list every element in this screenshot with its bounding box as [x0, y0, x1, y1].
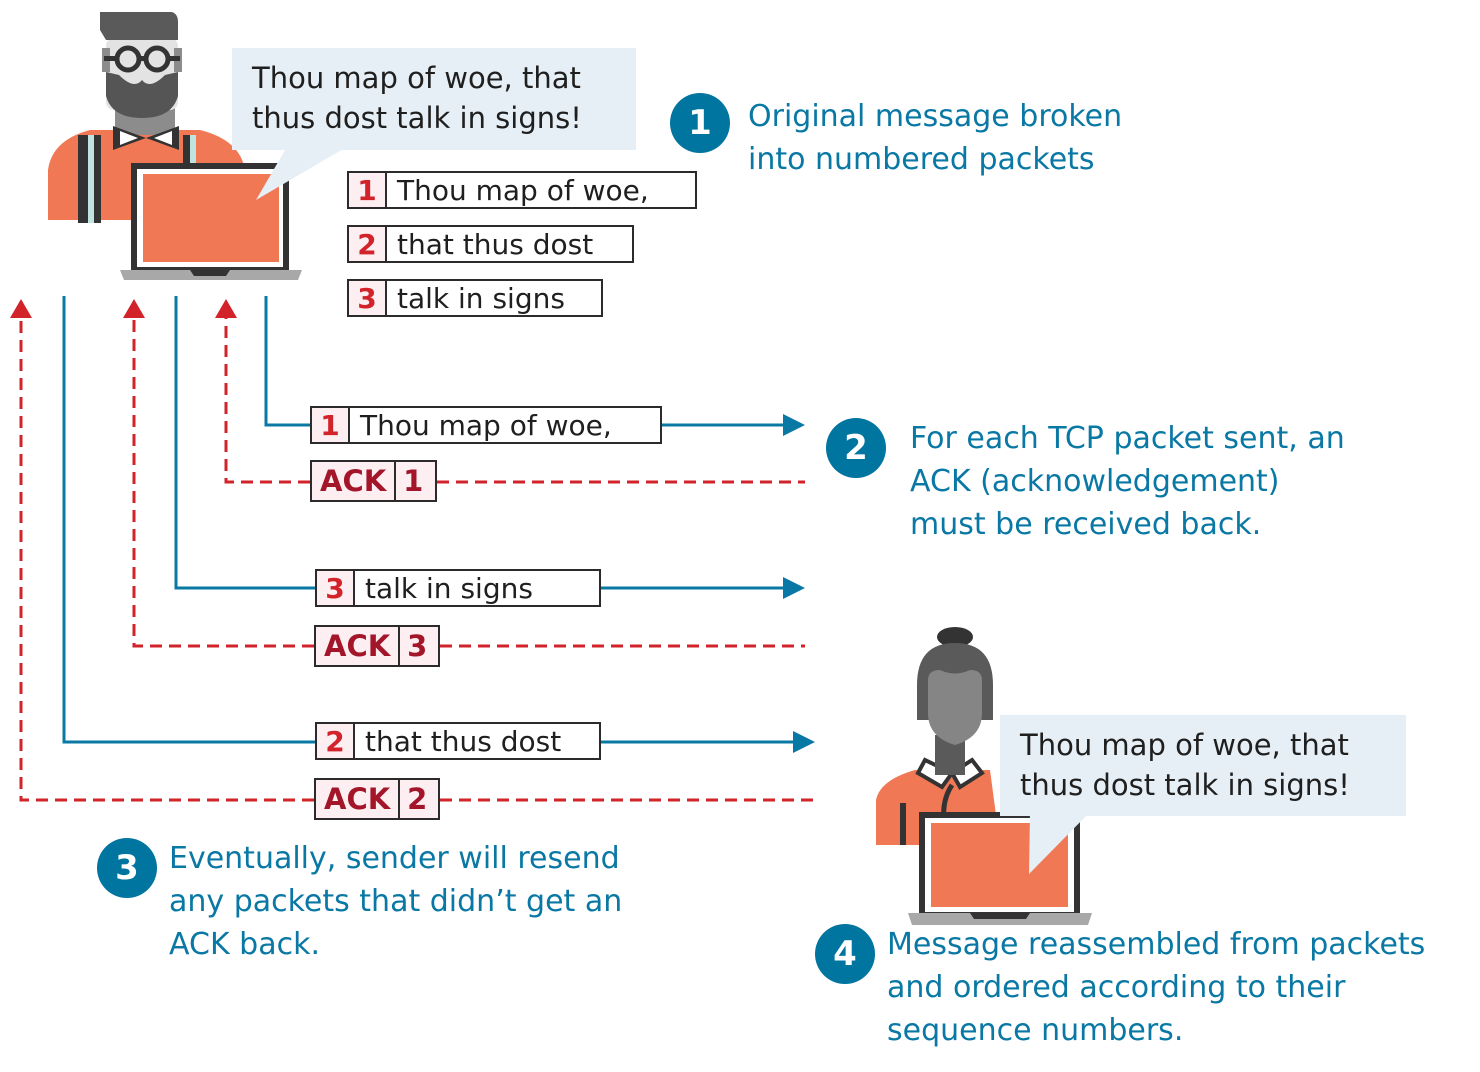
send-arrowhead-2 — [793, 731, 815, 753]
ack-arrowhead-3 — [123, 299, 145, 318]
receiver-speech-line-2: thus dost talk in signs! — [1020, 768, 1350, 802]
ack-label: ACK — [316, 627, 401, 665]
sender-bubble-tail — [256, 145, 350, 200]
ack-number: 3 — [407, 629, 428, 663]
step-4-text: Message reassembled from packets and ord… — [887, 923, 1425, 1052]
step-4-line-2: and ordered according to their — [887, 970, 1346, 1005]
step-1: 1 Original message broken into numbered … — [670, 93, 1122, 181]
ack-line-1 — [224, 318, 310, 484]
step-3-text: Eventually, sender will resend any packe… — [169, 837, 622, 966]
sender-bowtie — [113, 126, 179, 150]
step-2-badge: 2 — [826, 418, 886, 478]
ack-arrowhead-1 — [215, 299, 237, 318]
ack-label: ACK — [316, 780, 401, 818]
step-4: 4 Message reassembled from packets and o… — [815, 924, 1425, 1052]
send-line-packet-1 — [264, 296, 312, 427]
packet-payload: Thou map of woe, — [397, 173, 649, 207]
sender-laptop-icon — [120, 163, 302, 280]
step-1-line-1: Original message broken — [748, 99, 1123, 134]
sender-suspender-right — [183, 135, 190, 165]
ack-line-2 — [19, 318, 314, 802]
sender-bowtie-highlight — [120, 131, 172, 145]
step-2-text: For each TCP packet sent, an ACK (acknow… — [910, 417, 1345, 546]
sender-glasses — [104, 45, 180, 73]
ack-packet-3: ACK 3 — [314, 625, 440, 667]
send-line-packet-3 — [174, 296, 317, 590]
step-1-badge: 1 — [670, 93, 730, 153]
packet-payload: talk in signs — [397, 281, 565, 315]
send-arrowhead-1 — [783, 414, 805, 436]
sender-person-illustration — [48, 12, 302, 280]
step-4-line-3: sequence numbers. — [887, 1013, 1184, 1048]
original-packet-2: 2 that thus dost — [347, 225, 634, 263]
send-line-packet-2 — [62, 296, 317, 744]
receiver-bubble-tail — [1029, 812, 1090, 874]
ack-arrowhead-2 — [10, 299, 32, 318]
packet-payload: that thus dost — [397, 227, 594, 261]
step-1-text: Original message broken into numbered pa… — [748, 95, 1122, 181]
step-2-line-2: ACK (acknowledgement) — [910, 464, 1280, 499]
packet-seq-number: 2 — [317, 724, 355, 758]
receiver-hair-bun — [937, 627, 973, 647]
step-3-badge: 3 — [97, 838, 157, 898]
step-2-line-1: For each TCP packet sent, an — [910, 421, 1345, 456]
step-3-line-3: ACK back. — [169, 927, 320, 962]
sent-packet-2: 2 that thus dost — [315, 722, 601, 760]
packet-seq-number: 1 — [312, 408, 350, 442]
receiver-speech-bubble: Thou map of woe, that thus dost talk in … — [1000, 715, 1406, 816]
sender-suspender-right-stripe — [190, 135, 196, 165]
packet-seq-number: 3 — [349, 281, 387, 315]
packet-payload: that thus dost — [365, 724, 562, 758]
packet-seq-number: 1 — [349, 173, 387, 207]
step-3-line-2: any packets that didn’t get an — [169, 884, 623, 919]
receiver-person-illustration — [876, 627, 1092, 925]
step-4-line-1: Message reassembled from packets — [887, 927, 1426, 962]
send-arrowhead-3 — [783, 577, 805, 599]
ack-packet-2: ACK 2 — [314, 778, 440, 820]
step-1-line-2: into numbered packets — [748, 142, 1095, 177]
receiver-speech-line-1: Thou map of woe, that — [1020, 728, 1349, 762]
packet-payload: Thou map of woe, — [360, 408, 612, 442]
receiver-laptop-icon — [908, 812, 1092, 925]
ack-number: 2 — [407, 782, 428, 816]
step-3-line-1: Eventually, sender will resend — [169, 841, 620, 876]
sender-suspender-left-edge — [94, 135, 101, 223]
ack-line-3 — [132, 318, 314, 648]
sent-packet-3: 3 talk in signs — [315, 569, 601, 607]
step-3: 3 Eventually, sender will resend any pac… — [97, 838, 622, 966]
sender-speech-bubble: Thou map of woe, that thus dost talk in … — [232, 48, 636, 150]
original-packet-3: 3 talk in signs — [347, 279, 603, 317]
step-4-badge: 4 — [815, 924, 875, 984]
ack-packet-1: ACK 1 — [310, 460, 437, 502]
sender-beard — [106, 72, 178, 118]
ack-number: 1 — [403, 464, 424, 498]
receiver-face — [928, 670, 982, 745]
original-packet-1: 1 Thou map of woe, — [347, 171, 697, 209]
sender-hair — [100, 12, 178, 40]
sender-suspender-left-stripe — [88, 135, 94, 223]
ack-label: ACK — [312, 462, 397, 500]
packet-payload: talk in signs — [365, 571, 533, 605]
step-2-line-3: must be received back. — [910, 507, 1262, 542]
step-2: 2 For each TCP packet sent, an ACK (ackn… — [826, 418, 1345, 546]
sender-speech-line-2: thus dost talk in signs! — [252, 101, 582, 135]
receiver-shirt-line — [900, 803, 906, 845]
packet-seq-number: 3 — [317, 571, 355, 605]
sender-suspender-left — [78, 135, 88, 223]
sent-packet-1: 1 Thou map of woe, — [310, 406, 662, 444]
sender-speech-line-1: Thou map of woe, that — [252, 61, 581, 95]
packet-seq-number: 2 — [349, 227, 387, 261]
